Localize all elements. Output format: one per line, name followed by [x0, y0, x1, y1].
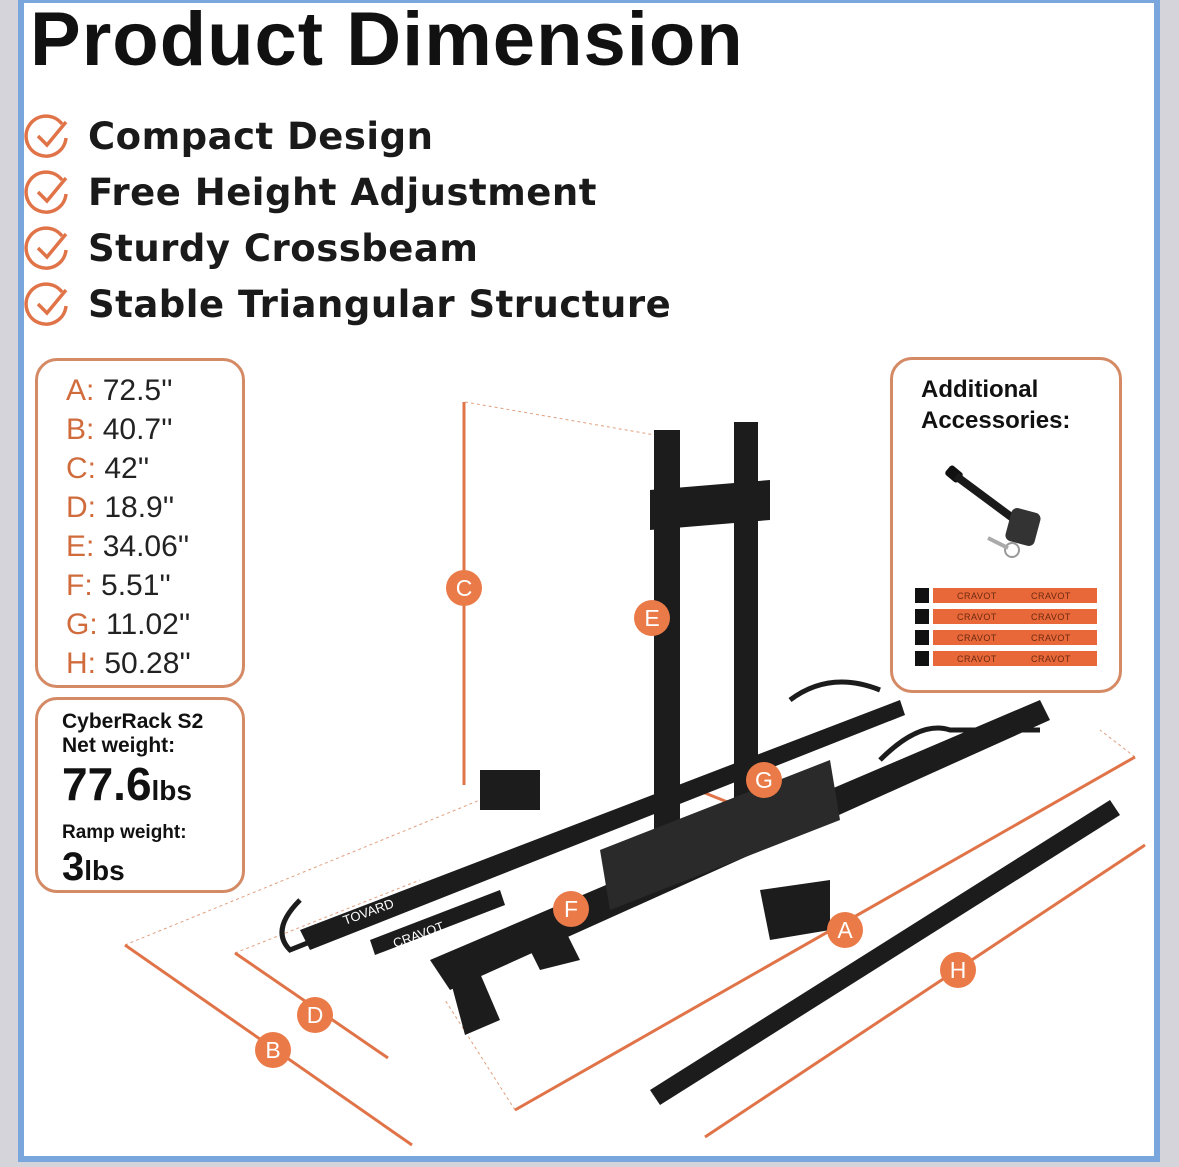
dimension-key: E:	[66, 530, 95, 563]
dimension-value: 18.9''	[104, 491, 175, 524]
dimension-value: 40.7''	[102, 413, 173, 446]
dimension-badge-f: F	[553, 891, 589, 927]
dimension-value: 34.06''	[102, 530, 190, 563]
dimension-row: D: 18.9''	[66, 488, 242, 527]
dimension-value: 5.51''	[101, 569, 171, 602]
dimension-badge-g: G	[746, 762, 782, 798]
dimension-badge-e: E	[634, 600, 670, 636]
dimension-value: 11.02''	[106, 608, 191, 641]
net-weight-value: 77.6lbs	[62, 758, 192, 810]
dimension-key: G:	[66, 608, 98, 641]
rack-brand-label: CRAVOT	[964, 765, 1010, 795]
feature-label: Free Height Adjustment	[88, 170, 597, 214]
net-weight-label: Net weight:	[62, 734, 176, 757]
dimension-value: 72.5''	[102, 374, 173, 407]
accessories-title: Accessories:	[921, 407, 1071, 434]
feature-label: Stable Triangular Structure	[88, 282, 672, 326]
check-circle-icon	[24, 114, 68, 158]
hitch-lock-icon	[945, 465, 1041, 558]
dimension-row: H: 50.28''	[66, 644, 242, 683]
dimension-value: 50.28''	[104, 647, 191, 680]
extension-lines	[124, 401, 1136, 1111]
dimension-row: C: 42''	[66, 449, 242, 488]
dimension-row: E: 34.06''	[66, 527, 242, 566]
rack-body	[300, 422, 1120, 1105]
dimension-key: H:	[66, 647, 96, 680]
dimension-badge-c: C	[446, 570, 482, 606]
dimension-key: A:	[66, 374, 95, 407]
feature-list: Compact Design Free Height Adjustment St…	[24, 108, 671, 332]
check-circle-icon	[24, 226, 68, 270]
dimension-badge-d: D	[297, 997, 333, 1033]
dimension-badge-a: A	[827, 912, 863, 948]
feature-label: Compact Design	[88, 114, 434, 158]
dimension-key: B:	[66, 413, 95, 446]
dimension-badge-h: H	[940, 952, 976, 988]
feature-label: Sturdy Crossbeam	[88, 226, 479, 270]
dimension-row: A: 72.5''	[66, 371, 242, 410]
ramp-weight-label: Ramp weight:	[62, 822, 187, 843]
dimension-badge-b: B	[255, 1032, 291, 1068]
dimension-row: B: 40.7''	[66, 410, 242, 449]
dimension-key: F:	[66, 569, 93, 602]
page-title: Product Dimension	[30, 0, 744, 82]
accessories-title: Additional	[921, 376, 1039, 403]
feature-item: Free Height Adjustment	[24, 164, 671, 220]
dimensions-box: A: 72.5'' B: 40.7'' C: 42'' D: 18.9'' E:…	[35, 358, 245, 688]
model-name: CyberRack S2	[62, 710, 204, 733]
feature-item: Sturdy Crossbeam	[24, 220, 671, 276]
feature-item: Compact Design	[24, 108, 671, 164]
dimension-key: D:	[66, 491, 96, 524]
check-circle-icon	[24, 170, 68, 214]
check-circle-icon	[24, 282, 68, 326]
feature-item: Stable Triangular Structure	[24, 276, 671, 332]
dimension-row: F: 5.51''	[66, 566, 242, 605]
dimension-value: 42''	[104, 452, 150, 485]
dimension-key: C:	[66, 452, 96, 485]
weight-box: CyberRack S2 Net weight: 77.6lbs Ramp we…	[35, 697, 245, 893]
wheel-holders	[279, 679, 1040, 953]
dimension-row: G: 11.02''	[66, 605, 242, 644]
ramp-weight-value: 3lbs	[62, 845, 125, 889]
